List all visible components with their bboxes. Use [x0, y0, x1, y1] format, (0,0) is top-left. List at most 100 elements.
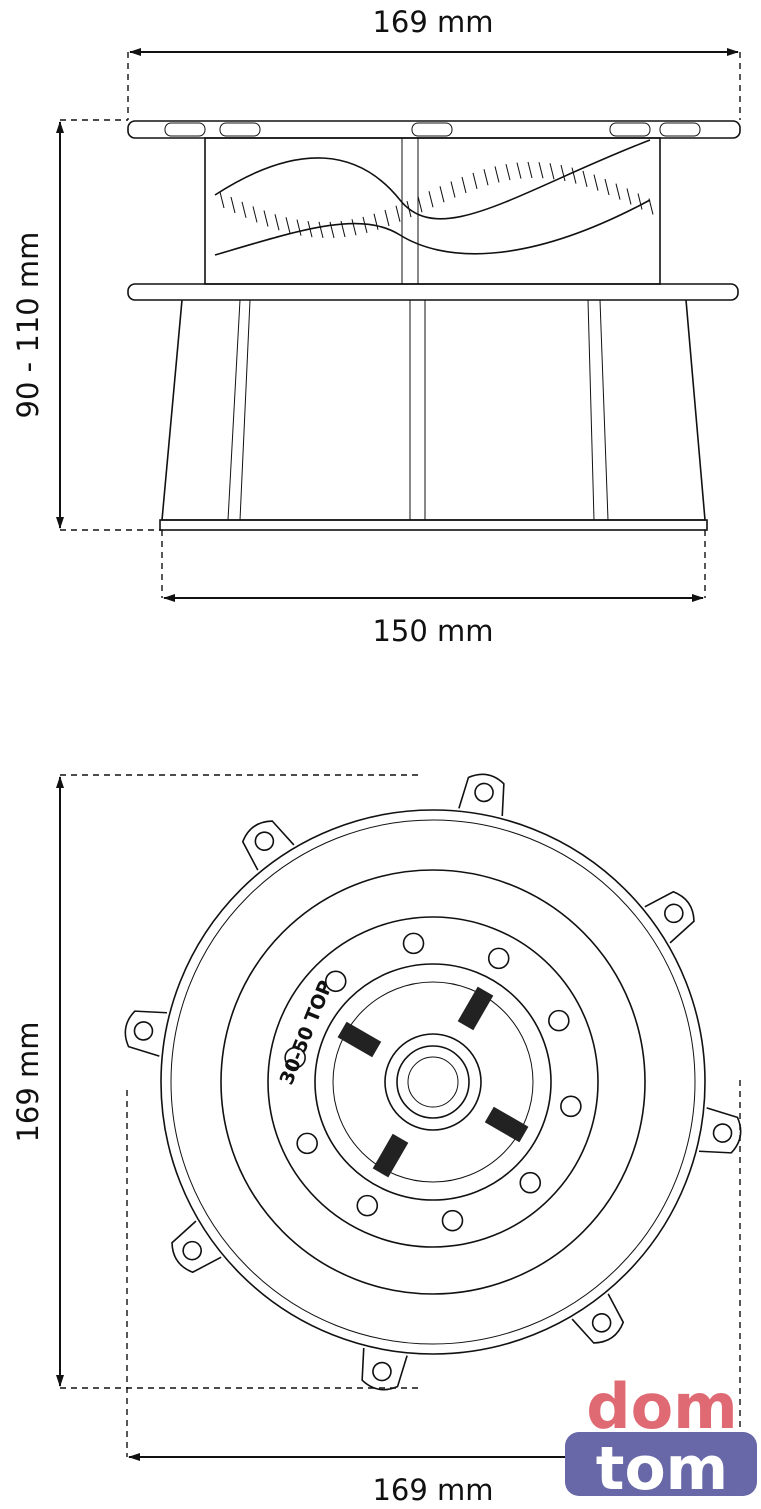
- ratchet-pawl: [484, 1106, 529, 1143]
- support-lug: [698, 1107, 742, 1154]
- screw-body: [204, 137, 661, 285]
- lug-hole: [254, 831, 275, 851]
- thread-tooth: [549, 163, 555, 180]
- outer-rim: [160, 809, 706, 1355]
- thread-tooth: [384, 209, 390, 227]
- support-lug: [458, 773, 505, 817]
- thread-tooth: [593, 174, 599, 191]
- pawl-teeth: [484, 1106, 529, 1143]
- mount-hole: [402, 932, 425, 955]
- lug-outline: [171, 1220, 222, 1274]
- thread-tooth: [406, 200, 412, 218]
- thread-tooth: [241, 201, 247, 218]
- thread-tooth: [307, 221, 313, 238]
- logo-dom-text: dom: [586, 1370, 738, 1443]
- thread-tooth: [329, 221, 335, 238]
- thread-lower: [214, 199, 651, 256]
- thread-tooth: [263, 210, 269, 227]
- plate-tab: [659, 122, 701, 137]
- mount-hole: [548, 1009, 570, 1032]
- thread-tooth: [615, 183, 621, 200]
- mount-hole: [296, 1132, 318, 1155]
- lug-hole: [591, 1313, 612, 1333]
- support-lug: [124, 1010, 168, 1057]
- lug-outline: [458, 773, 505, 817]
- domtom-logo: dom tom: [565, 1370, 757, 1504]
- base-body: [161, 299, 706, 521]
- support-lug: [571, 1293, 625, 1344]
- thread-tooth: [252, 206, 258, 223]
- lug-outline: [361, 1347, 408, 1391]
- thread-tooth: [648, 198, 654, 215]
- ring-inner-2: [332, 981, 534, 1183]
- ring-holes: [267, 916, 599, 1248]
- lug-hole: [182, 1240, 202, 1261]
- thread-tooth: [461, 176, 467, 194]
- base-plate: [159, 519, 708, 531]
- plate-tab: [411, 122, 453, 137]
- thread-tooth: [230, 196, 236, 214]
- outer-rim-inner: [170, 819, 696, 1345]
- hub-inner: [396, 1045, 470, 1119]
- top-view: 169 mm 169 mm 30-50 TOP: [11, 773, 742, 1507]
- lug-outline: [241, 820, 295, 871]
- logo-tom-text: tom: [596, 1434, 728, 1504]
- mount-hole: [560, 1095, 582, 1118]
- thread-tooth: [439, 186, 445, 203]
- lug-hole: [372, 1361, 392, 1382]
- mount-hole: [356, 1194, 379, 1217]
- lug-outline: [571, 1293, 625, 1344]
- plate-tab: [164, 122, 206, 137]
- top-view-height-label: 169 mm: [11, 1021, 45, 1142]
- mount-hole: [284, 1046, 306, 1069]
- thread-tooth: [417, 196, 423, 213]
- lug-hole: [474, 782, 494, 803]
- thread-tooth: [351, 219, 357, 236]
- thread-tooth: [560, 164, 566, 182]
- thread-tooth: [450, 181, 456, 198]
- ratchet-pawl: [337, 1021, 382, 1058]
- thread-tooth: [494, 166, 500, 183]
- hub-bore: [407, 1056, 459, 1108]
- thread-tooth: [395, 205, 401, 222]
- mount-hole: [519, 1171, 542, 1194]
- middle-plate: [127, 283, 739, 301]
- thread-tooth: [582, 170, 588, 187]
- thread-tooth: [516, 162, 522, 179]
- thread-tooth: [626, 188, 632, 205]
- thread-tooth: [637, 193, 643, 210]
- pawl-teeth: [337, 1021, 382, 1058]
- lug-hole: [712, 1123, 733, 1143]
- thread-tooth: [527, 161, 533, 179]
- pawl-teeth: [457, 986, 494, 1031]
- thread-tooth: [373, 213, 379, 230]
- lug-outline: [698, 1107, 742, 1154]
- hub-outer: [384, 1033, 482, 1131]
- thread-tooth: [604, 178, 610, 196]
- thread-tooth: [362, 216, 368, 233]
- thread-tooth: [296, 219, 302, 236]
- lug-hole: [664, 903, 684, 924]
- support-lug: [241, 820, 295, 871]
- top-view-width-label: 169 mm: [372, 1473, 493, 1507]
- thread-tooth: [538, 162, 544, 179]
- mount-hole: [324, 970, 347, 993]
- ring-outer: [220, 869, 646, 1295]
- ratchet-pawl: [372, 1133, 409, 1178]
- thread-upper: [214, 139, 651, 220]
- support-lug: [644, 890, 695, 944]
- plate-tab: [609, 122, 651, 137]
- thread-tooth: [219, 191, 225, 209]
- lug-hole: [133, 1021, 154, 1041]
- top-width-label: 169 mm: [372, 5, 493, 39]
- thread-tooth: [340, 220, 346, 238]
- support-lug: [361, 1347, 408, 1391]
- side-view: 169 mm 90 - 110 mm 150 mm: [11, 5, 741, 648]
- thread-tooth: [571, 167, 577, 184]
- thread-tooth: [505, 164, 511, 181]
- thread-tooth: [483, 169, 489, 186]
- height-label: 90 - 110 mm: [11, 232, 45, 419]
- plate-tab: [219, 122, 261, 137]
- base-width-label: 150 mm: [372, 614, 493, 648]
- thread-tooth: [318, 221, 324, 239]
